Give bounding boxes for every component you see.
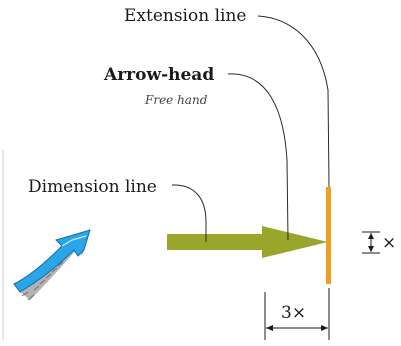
dimension-line-arrow (167, 226, 328, 258)
extension-line (326, 187, 331, 284)
free-hand-label: Free hand (144, 93, 208, 107)
dimension-line-leader (171, 184, 207, 242)
height-dimension: × (362, 231, 396, 254)
width-dimension: 3× (264, 288, 330, 340)
dimension-line-shaft (167, 234, 265, 250)
freehand-arrow-icon (13, 229, 91, 301)
extension-line-label: Extension line (124, 6, 246, 26)
width-dim-label: 3× (281, 303, 306, 323)
arrow-head-label: Arrow-head (103, 65, 214, 85)
arrow-head-leader (227, 73, 289, 241)
arrow-head (262, 226, 328, 258)
height-dim-label: × (382, 233, 396, 253)
extension-line-leader (257, 15, 330, 188)
dimension-line-label: Dimension line (28, 177, 157, 197)
